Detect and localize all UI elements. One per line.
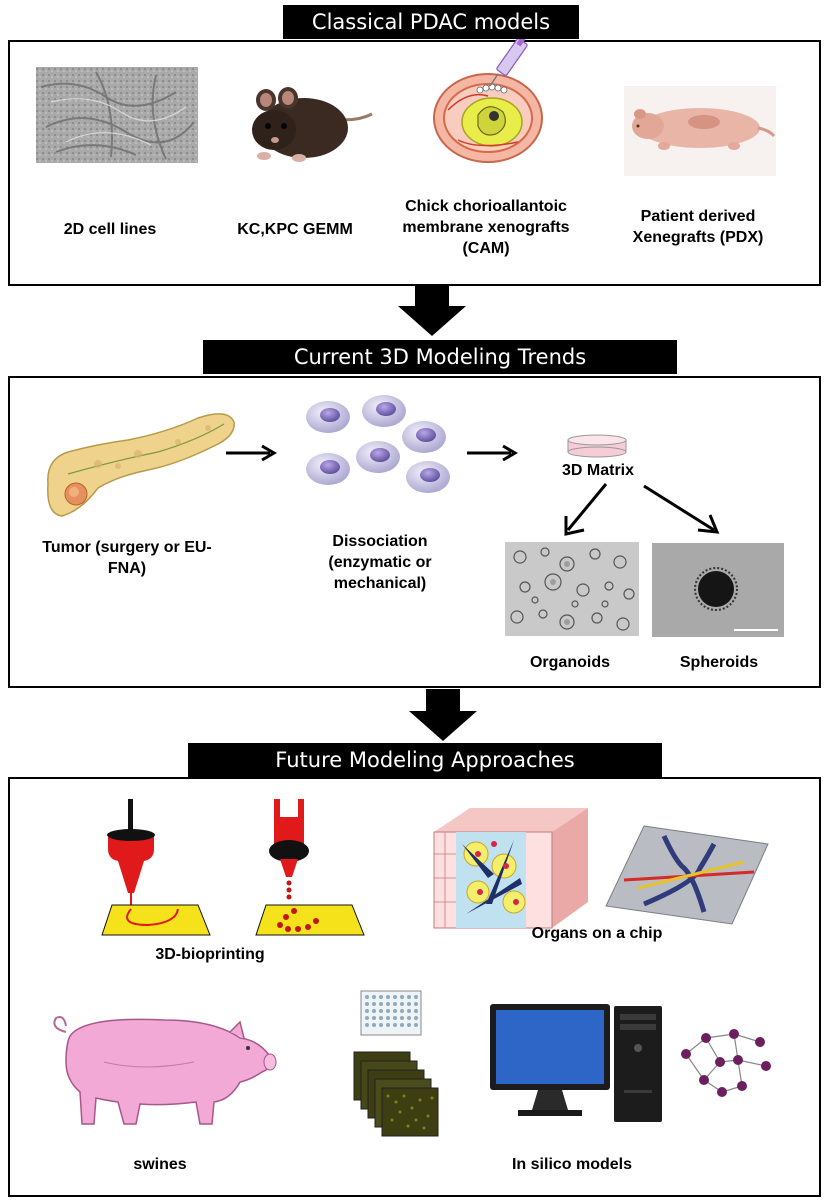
down-arrow-2 (409, 689, 477, 741)
label-organoids: Organoids (529, 654, 610, 671)
mouse-image (244, 78, 379, 164)
stacked-arrays-image (352, 1050, 448, 1152)
microplate-image (360, 990, 422, 1036)
label-cam: Chick chorioallantoic membrane xenograft… (402, 198, 570, 257)
label-tumor: Tumor (surgery or EU-FNA) (42, 539, 212, 577)
matrix-dish-image (566, 434, 628, 458)
label-gemm: KC,KPC GEMM (237, 221, 353, 238)
organ-chip-block-image (428, 804, 596, 932)
computer-image (488, 1000, 666, 1130)
bioprinter-droplet-image (252, 797, 368, 937)
label-organs-chip: Organs on a chip (531, 925, 663, 942)
label-3d-matrix: 3D Matrix (561, 462, 635, 479)
label-bioprinting: 3D-bioprinting (155, 946, 265, 963)
spheroids-image (652, 543, 784, 637)
arrow-tumor-to-dissociation (226, 445, 278, 461)
label-spheroids: Spheroids (679, 654, 759, 671)
microfluidic-chip-image (604, 822, 772, 928)
label-dissociation: Dissociation (enzymatic or mechanical) (328, 533, 432, 592)
cell-lines-image (36, 67, 198, 163)
arrow-matrix-to-spheroids (642, 484, 722, 538)
label-in-silico: In silico models (511, 1156, 633, 1173)
organoids-image (505, 542, 639, 636)
classical-title: Classical PDAC models (283, 5, 579, 39)
bioprinter-extrusion-image (98, 797, 214, 937)
future-title: Future Modeling Approaches (188, 743, 662, 777)
pancreas-image (38, 404, 236, 522)
label-2d-cell-lines: 2D cell lines (63, 221, 157, 238)
pdx-mouse-image (624, 86, 776, 176)
current-title: Current 3D Modeling Trends (203, 340, 677, 374)
dissociated-cells-image (300, 395, 460, 495)
arrow-dissociation-to-matrix (467, 445, 519, 461)
arrow-matrix-to-organoids (560, 482, 610, 538)
label-swines: swines (133, 1156, 187, 1173)
label-pdx: Patient derived Xenegrafts (PDX) (632, 208, 764, 246)
pig-image (44, 1002, 284, 1128)
down-arrow-1 (398, 284, 466, 336)
network-image (676, 1024, 776, 1100)
cam-egg-image (428, 30, 558, 165)
